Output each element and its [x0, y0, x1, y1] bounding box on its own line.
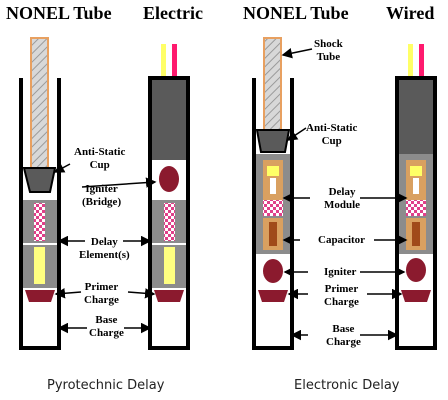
shock-tube-1: [30, 37, 49, 169]
label-anti-static-cup-left: Anti-Static Cup: [74, 146, 126, 171]
igniter-head-4: [406, 258, 426, 282]
label-delay-module: Delay Module: [324, 186, 361, 211]
header-nonel-tube-2: NONEL Tube: [243, 3, 349, 23]
igniter-head-3: [263, 259, 283, 283]
wired-electronic-detonator: [395, 44, 437, 350]
caption-electronic-delay: Electronic Delay: [294, 378, 400, 393]
primer-charge-1: [25, 290, 55, 302]
shell-outline-3: [252, 78, 294, 350]
label-delay-elements: Delay Element(s): [79, 236, 130, 261]
delay-yellow-1: [34, 247, 45, 284]
delay-yellow-2: [164, 247, 175, 284]
module-checker-3: [263, 200, 283, 216]
plug-2: [152, 78, 186, 160]
label-primer-charge-right: Primer Charge: [324, 283, 359, 308]
pink-leg-wire-4: [419, 44, 424, 78]
right-leader-arrows: [281, 48, 408, 341]
shell-outline-4: [395, 76, 437, 350]
header-nonel-tube-1: NONEL Tube: [6, 3, 112, 23]
anti-static-cup-3: [255, 129, 291, 153]
primer-charge-3: [258, 290, 288, 302]
shell-outline-1: [19, 78, 61, 350]
module-checker-4: [406, 200, 426, 216]
shell-outline-2: [148, 76, 190, 350]
delay-checker-1: [34, 203, 45, 241]
label-igniter: Igniter: [324, 266, 357, 278]
label-primer-charge-left: Primer Charge: [84, 281, 119, 306]
yellow-leg-wire: [161, 44, 166, 78]
pink-leg-wire: [172, 44, 177, 78]
label-shock-tube: Shock Tube: [314, 38, 343, 63]
shock-tube-3: [263, 37, 282, 135]
label-igniter-bridge: Igniter (Bridge): [82, 183, 122, 208]
igniter-head-2: [159, 166, 179, 192]
label-anti-static-cup-right: Anti-Static Cup: [306, 122, 358, 147]
delay-checker-2: [164, 203, 175, 241]
caption-pyrotechnic-delay: Pyrotechnic Delay: [47, 378, 165, 393]
anti-static-cup-1: [22, 167, 57, 193]
label-capacitor: Capacitor: [318, 234, 366, 246]
header-wired: Wired: [386, 3, 435, 23]
label-base-charge-right: Base Charge: [326, 323, 361, 348]
nonel-electronic-detonator: [252, 37, 294, 350]
electric-detonator: [148, 44, 190, 350]
plug-4: [399, 78, 433, 154]
header-electric: Electric: [143, 3, 203, 23]
left-leader-arrows: [53, 163, 157, 334]
primer-charge-2: [154, 290, 184, 302]
primer-charge-4: [401, 290, 431, 302]
yellow-leg-wire-4: [408, 44, 413, 78]
nonel-pyrotechnic-detonator: [19, 37, 61, 350]
label-base-charge-left: Base Charge: [89, 314, 124, 339]
